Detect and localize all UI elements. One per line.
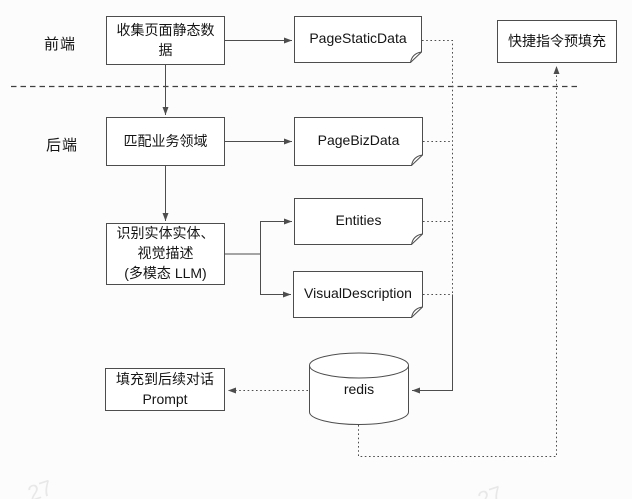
node-fill-prompt-line1: 填充到后续对话: [116, 370, 214, 387]
node-match-biz-domain: 匹配业务领域: [106, 117, 225, 166]
node-fill-prompt: 填充到后续对话 Prompt: [105, 368, 225, 411]
node-recognize-entities: 识别实体实体、视觉描述 (多模态 LLM): [106, 223, 225, 285]
edge-bus-to-redis: [412, 294, 453, 394]
edge-recognize-to-entities: [260, 218, 292, 254]
document-label-visualdescription: VisualDescription: [304, 285, 412, 302]
node-recognize-entities-line2: (多模态 LLM): [124, 264, 207, 281]
edge-redis-to-shortcutprefill: [358, 66, 560, 457]
lane-label-frontend: 前端: [44, 36, 77, 53]
document-shape-pagebizdata: [294, 117, 423, 166]
document-shape-pagestaticdata: [294, 16, 422, 63]
database-cylinder-redis: [309, 352, 409, 425]
node-fill-prompt-line2: Prompt: [142, 390, 188, 407]
document-label-pagebizdata: PageBizData: [317, 132, 400, 149]
document-shape-entities: [294, 198, 423, 245]
document-label-pagestaticdata: PageStaticData: [309, 30, 407, 47]
document-shape-visualdescription: [293, 271, 423, 318]
database-label-redis: redis: [343, 380, 375, 397]
lane-label-backend: 后端: [46, 137, 79, 154]
node-shortcut-prefill: 快捷指令预填充: [497, 20, 617, 63]
document-label-entities: Entities: [335, 212, 382, 229]
edge-pagestaticdata-dotted-bus: [422, 40, 453, 295]
node-recognize-entities-line1: 识别实体实体、视觉描述: [116, 225, 215, 262]
edge-recognize-to-visualdescription: [260, 254, 291, 298]
node-collect-page-static-data: 收集页面静态数据: [106, 16, 225, 65]
